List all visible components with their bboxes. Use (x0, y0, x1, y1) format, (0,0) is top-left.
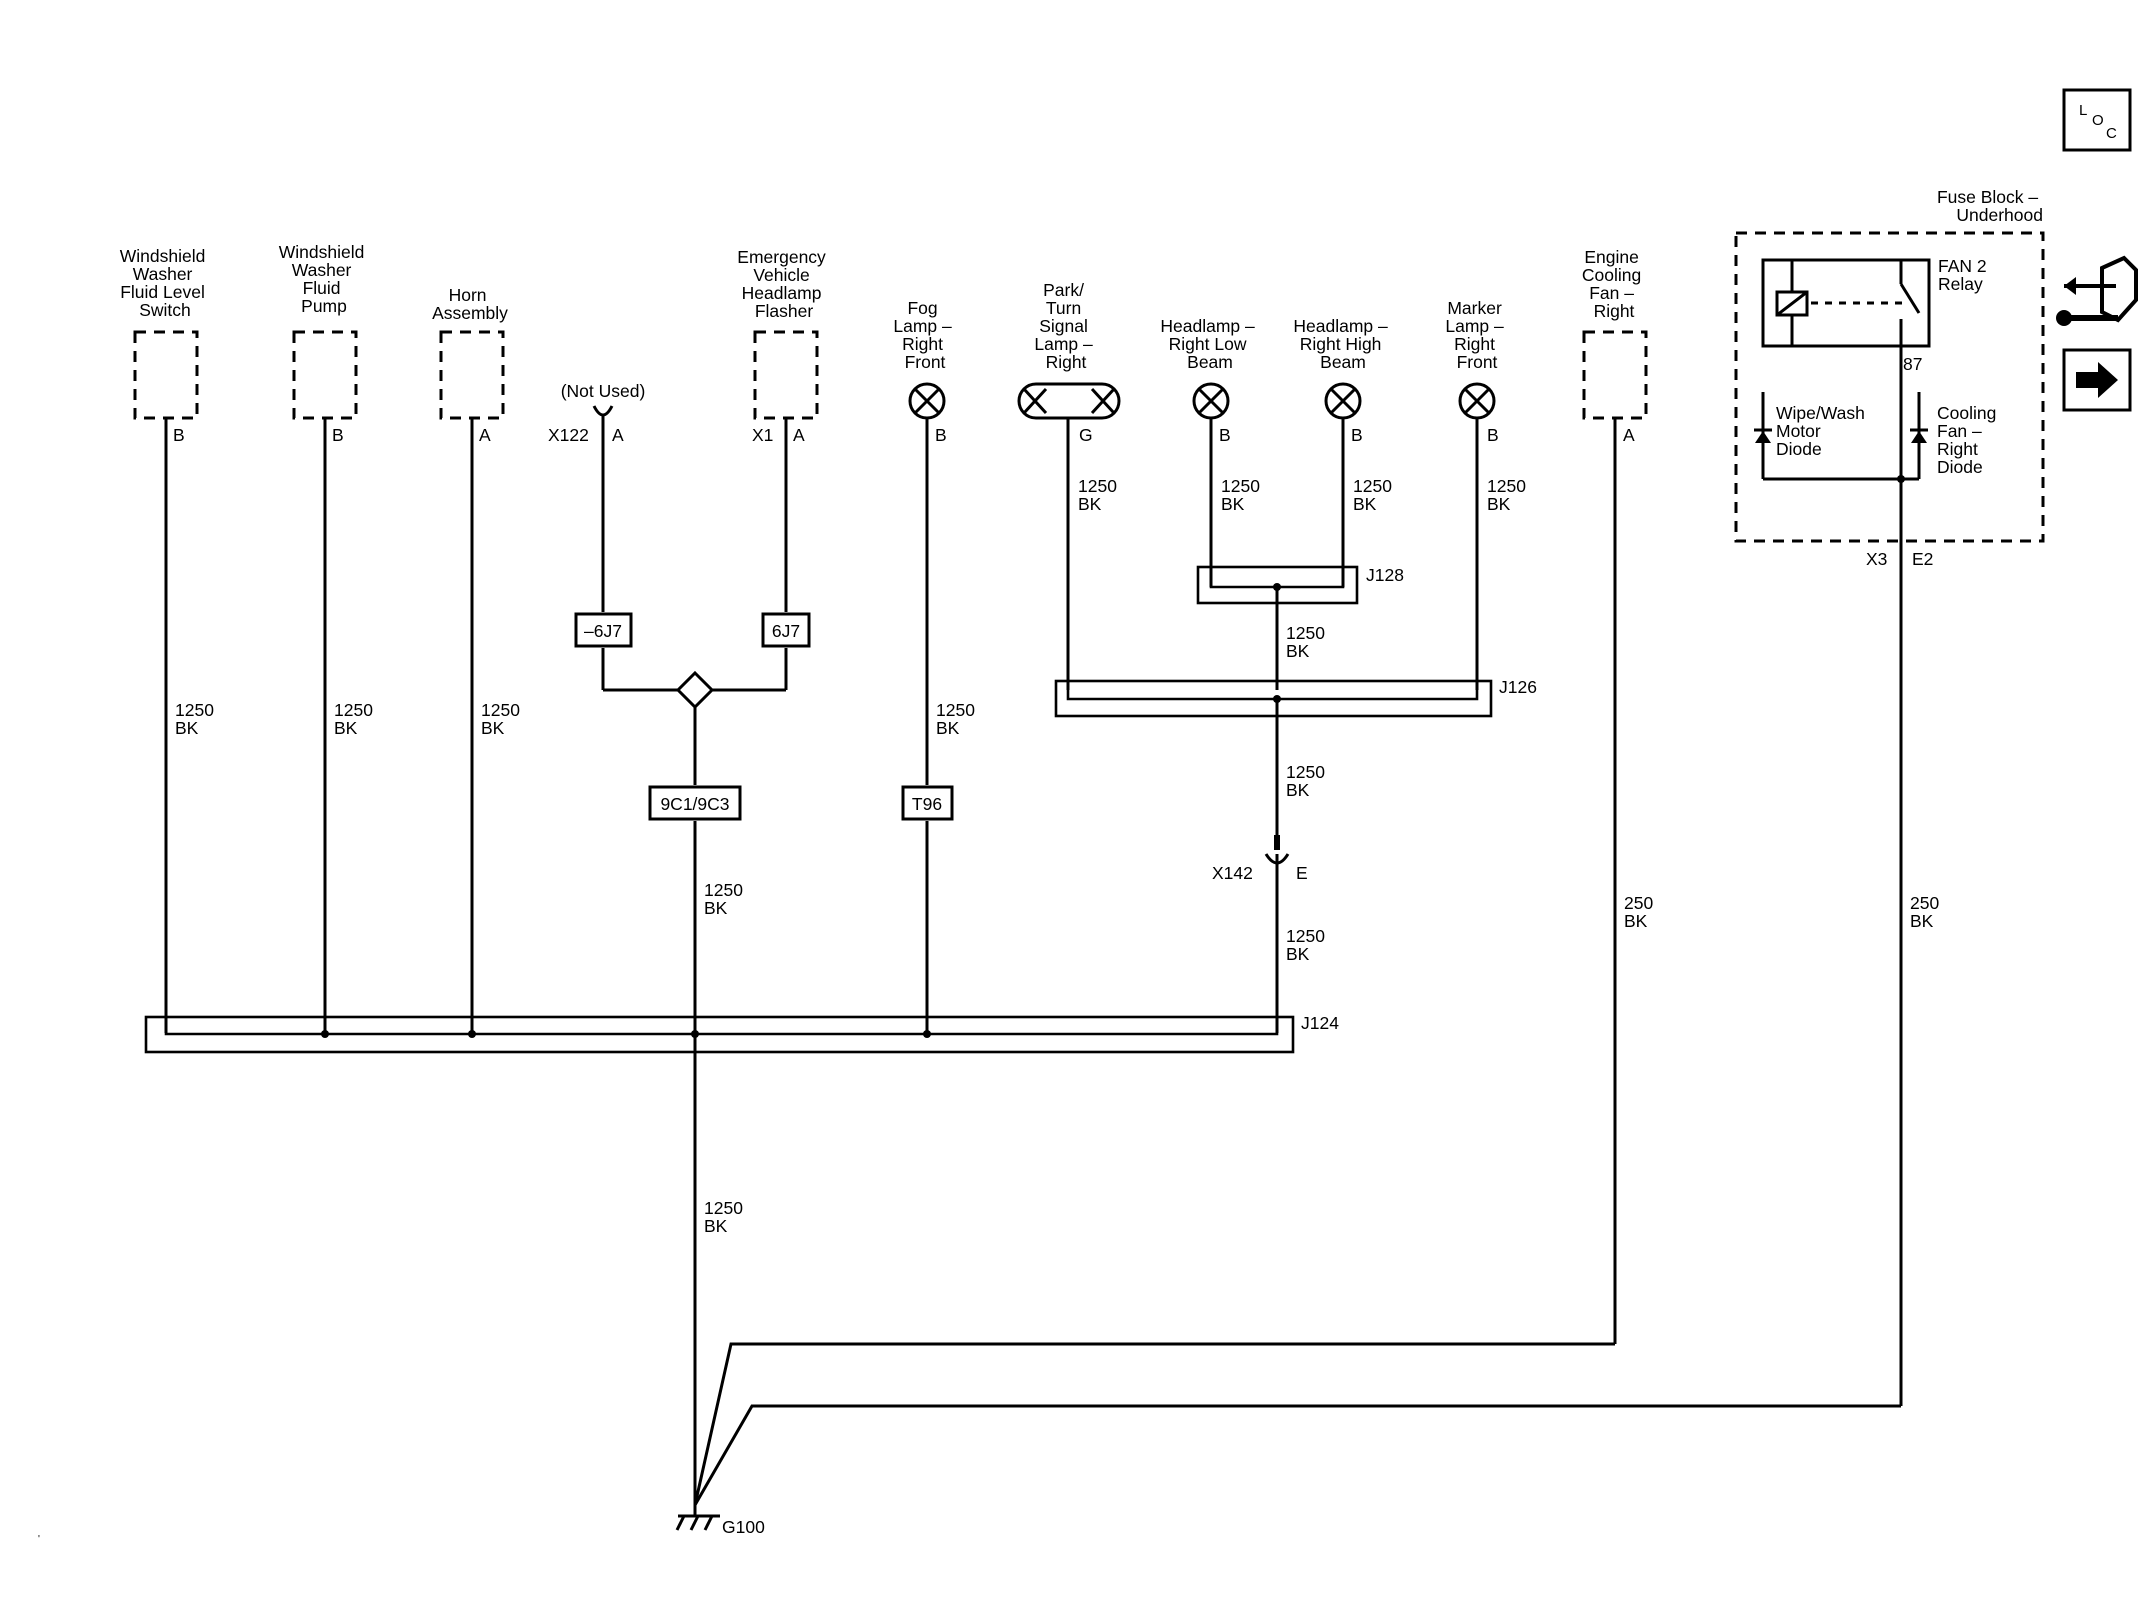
component-ev-flasher (753, 330, 819, 420)
label-ws-level-switch: Windshield Washer Fluid Level Switch (120, 246, 210, 320)
pin-x122: A (612, 425, 624, 445)
pin-fog-lamp: B (935, 425, 947, 445)
component-ws-washer-pump (292, 330, 358, 420)
fuse-block-title: Fuse Block – Underhood (1937, 187, 2043, 225)
splice-j124-label: J124 (1301, 1013, 1339, 1033)
splice-dot (1273, 583, 1281, 591)
bulb-marker-icon (1458, 382, 1496, 420)
label-cooling-fan: Engine Cooling Fan – Right (1582, 247, 1646, 321)
label-marker: Marker Lamp – Right Front (1445, 298, 1508, 372)
pin-ws-level-switch: B (173, 425, 185, 445)
fuse-block-underhood (1734, 231, 2045, 543)
svg-text:O: O (2092, 112, 2104, 129)
option-9c-label: 9C1/9C3 (660, 794, 729, 814)
hand-tool-icon[interactable] (2056, 255, 2138, 326)
label-ev-flasher: Emergency Vehicle Headlamp Flasher (737, 247, 830, 321)
option-neg-6j7 (574, 612, 633, 648)
fuse-block-pin: E2 (1912, 549, 1933, 569)
pin-hl-low: B (1219, 425, 1231, 445)
label-fog-lamp: Fog Lamp – Right Front (893, 298, 956, 372)
arrow-right-icon[interactable] (2062, 348, 2132, 412)
option-diamond (675, 670, 715, 710)
label-not-used: (Not Used) (561, 381, 646, 401)
pin-x1: A (793, 425, 805, 445)
wire-fuse-to-ground (693, 1404, 1901, 1506)
splice-dot (923, 1030, 931, 1038)
splice-j126 (1054, 679, 1493, 718)
loc-icon[interactable]: L O C (2062, 88, 2132, 152)
splice-dot (691, 1030, 699, 1038)
label-park-turn: Park/ Turn Signal Lamp – Right (1034, 280, 1097, 372)
splice-j128-label: J128 (1366, 565, 1404, 585)
component-cooling-fan (1582, 330, 1648, 420)
fan2-relay (1761, 258, 1931, 348)
pin-marker: B (1487, 425, 1499, 445)
bulb-hl-low-icon (1192, 382, 1230, 420)
bulb-fog-lamp-icon (908, 382, 946, 420)
component-ws-level-switch (133, 330, 199, 420)
option-t96-label: T96 (912, 794, 942, 814)
fan2-relay-label: FAN 2 Relay (1938, 256, 1992, 294)
connector-x142-pin: E (1296, 863, 1308, 883)
splice-dot (1897, 475, 1905, 483)
ground-g100-icon (675, 1514, 720, 1531)
option-neg-6j7-label: –6J7 (584, 621, 622, 641)
relay-pin-87: 87 (1903, 354, 1922, 374)
splice-dot (468, 1030, 476, 1038)
connector-x142-name: X142 (1212, 863, 1253, 883)
option-pos-6j7-label: 6J7 (772, 621, 800, 641)
wire-cooling-fan-to-ground (693, 1342, 1615, 1506)
pin-cooling-fan: A (1623, 425, 1635, 445)
splice-j124 (144, 1015, 1295, 1054)
ground-g100-label: G100 (722, 1517, 765, 1537)
label-hl-high: Headlamp – Right High Beam (1293, 316, 1392, 372)
bulb-hl-high-icon (1324, 382, 1362, 420)
bulb-park-turn-icon (1017, 382, 1121, 420)
svg-text:L: L (2079, 102, 2087, 119)
pin-horn: A (479, 425, 491, 445)
connector-x122-cup (592, 405, 614, 417)
splice-dot (321, 1030, 329, 1038)
pin-ws-washer-pump: B (332, 425, 344, 445)
label-horn: Horn Assembly (432, 285, 508, 323)
option-pos-6j7 (761, 612, 811, 648)
connector-x1: X1 (752, 425, 773, 445)
relay-switch-icon (1899, 260, 1921, 346)
cooling-fan-diode-label: Cooling Fan – Right Diode (1937, 403, 2001, 477)
wipe-wash-diode-icon (1754, 392, 1772, 479)
connector-x122: X122 (548, 425, 589, 445)
option-9c (648, 785, 742, 821)
connector-x142 (1264, 835, 1290, 865)
pin-park-turn: G (1079, 425, 1093, 445)
svg-text:C: C (2106, 125, 2117, 142)
label-hl-low: Headlamp – Right Low Beam (1160, 316, 1259, 372)
fuse-block-connector: X3 (1866, 549, 1887, 569)
wipe-wash-diode-label: Wipe/Wash Motor Diode (1776, 403, 1870, 459)
margin-tick: ' (38, 1534, 40, 1545)
cooling-fan-diode-icon (1910, 392, 1928, 479)
pin-hl-high: B (1351, 425, 1363, 445)
splice-dot (1273, 695, 1281, 703)
label-ws-washer-pump: Windshield Washer Fluid Pump (279, 242, 369, 316)
splice-j126-label: J126 (1499, 677, 1537, 697)
component-horn (439, 330, 505, 420)
relay-coil-icon (1775, 260, 1809, 346)
option-t96 (901, 785, 954, 821)
